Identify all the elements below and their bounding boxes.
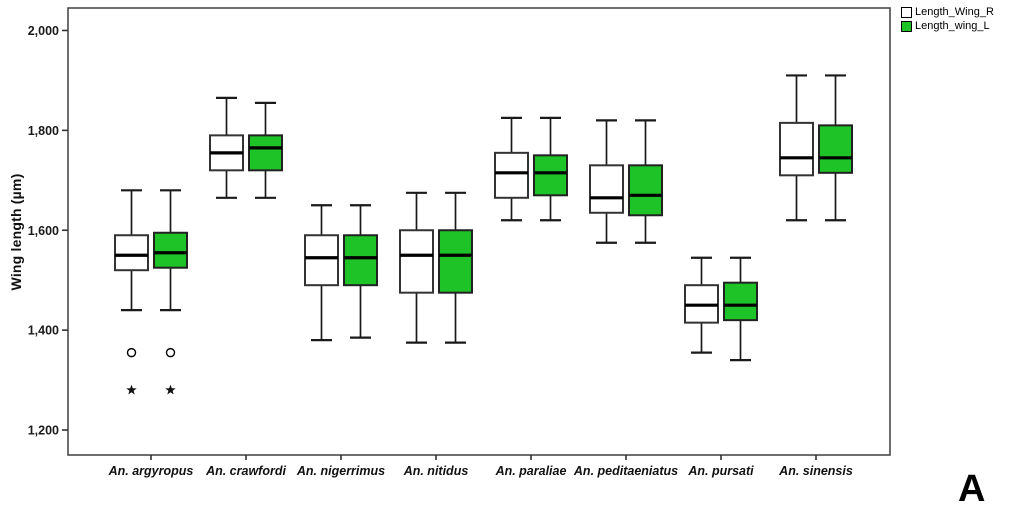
x-category-label: An. nigerrimus — [296, 464, 385, 478]
legend-label-wing-right: Length_Wing_R — [915, 6, 994, 18]
y-tick-label: 2,000 — [28, 24, 59, 38]
box — [304, 234, 339, 287]
legend-swatch-green — [901, 20, 912, 32]
box — [153, 231, 188, 269]
legend-item-wing-right: Length_Wing_R — [901, 6, 994, 18]
box — [818, 124, 853, 174]
y-tick-label: 1,600 — [28, 224, 59, 238]
outlier-circle — [165, 347, 176, 358]
y-tick-label: 1,200 — [28, 424, 59, 438]
box — [723, 281, 758, 322]
legend: Length_Wing_R Length_wing_L — [901, 6, 994, 32]
box — [628, 164, 663, 217]
box — [399, 229, 434, 294]
legend-label-wing-left: Length_wing_L — [915, 20, 990, 32]
legend-swatch-white — [901, 6, 912, 18]
box — [533, 154, 568, 197]
x-category-label: An. sinensis — [778, 464, 853, 478]
outlier-star — [165, 384, 176, 395]
outlier-star — [126, 384, 137, 395]
x-category-label: An. paraliae — [495, 464, 567, 478]
x-category-label: An. argyropus — [108, 464, 194, 478]
y-tick-label: 1,400 — [28, 324, 59, 338]
legend-item-wing-left: Length_wing_L — [901, 20, 994, 32]
y-tick-label: 1,800 — [28, 124, 59, 138]
x-category-label: An. peditaeniatus — [573, 464, 678, 478]
panel-label: A — [958, 468, 986, 510]
x-category-label: An. nitidus — [403, 464, 469, 478]
box — [589, 164, 624, 214]
box — [114, 234, 149, 272]
x-category-label: An. pursati — [687, 464, 754, 478]
outlier-circle — [126, 347, 137, 358]
x-category-label: An. crawfordi — [205, 464, 286, 478]
box — [494, 151, 529, 199]
box — [248, 134, 283, 172]
plot-frame — [67, 7, 891, 456]
box — [779, 121, 814, 177]
box — [343, 234, 378, 287]
box — [438, 229, 473, 294]
